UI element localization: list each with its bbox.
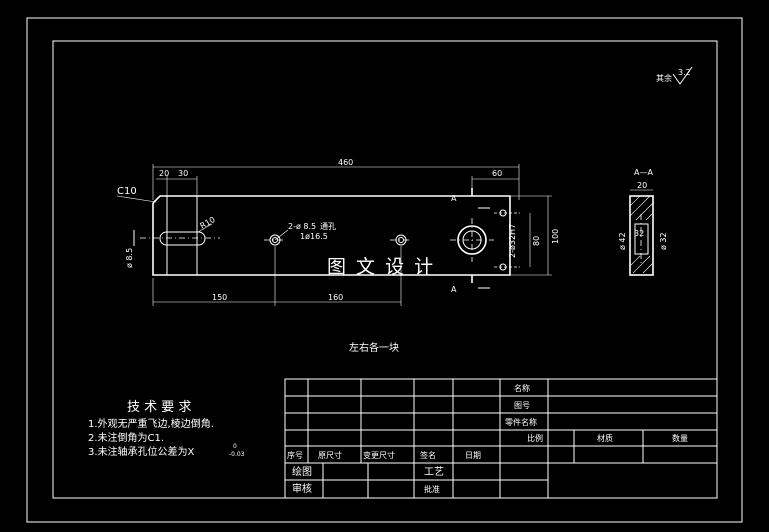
slot	[159, 231, 206, 246]
tb-orig-size-label: 原尺寸	[318, 450, 342, 460]
radius-label: R10	[199, 215, 217, 231]
tb-checked-label: 审核	[292, 482, 312, 495]
hole-note-left: ø 8.5	[125, 248, 134, 268]
sheet-border	[26, 17, 743, 523]
hole-note-1: 2-ø 8.5	[288, 222, 316, 231]
note-each-side: 左右各一块	[349, 341, 399, 354]
section-dim-20: 20	[637, 181, 647, 190]
roughness-symbol: 其余 3.2	[656, 66, 693, 85]
dim-160: 160	[328, 293, 343, 302]
section-title: A—A	[634, 168, 653, 177]
tb-drawn-label: 绘图	[292, 465, 312, 478]
section-view: A—A 20 ø 42 32 ø 32	[618, 168, 668, 276]
tech-req-line-3: 3.未注轴承孔位公差为X	[88, 445, 195, 458]
tech-req-line-2: 2.未注倒角为C1.	[88, 431, 164, 444]
watermark: 图 文 设 计	[327, 256, 435, 278]
dim-overall: 460	[338, 158, 353, 167]
tb-approved-label: 批准	[424, 484, 440, 494]
section-dim-phi32: ø 32	[659, 232, 668, 250]
title-block: 名称 图号 零件名称 比例 材质 数量 序号 原尺寸 变更尺寸 签名 日期 绘图…	[284, 378, 718, 499]
dim-80: 80	[532, 236, 541, 246]
roughness-label: 其余	[656, 73, 672, 83]
section-mark-bottom: A	[451, 285, 457, 294]
tech-req-title: 技 术 要 求	[127, 400, 191, 415]
tech-requirements: 技 术 要 求 1.外观无严重飞边,棱边倒角. 2.未注倒角为C1. 3.未注轴…	[88, 400, 245, 458]
section-bore	[634, 223, 649, 255]
dim-150: 150	[212, 293, 227, 302]
tb-changed-size-label: 变更尺寸	[363, 450, 395, 460]
section-dim-32: 32	[634, 229, 644, 238]
tb-qty-label: 数量	[672, 433, 688, 443]
main-view: A A 460 20 30 60 C10 R10 2-ø 8.5 通孔 1ø16…	[116, 158, 560, 306]
dim-60: 60	[492, 169, 502, 178]
tb-date-label: 日期	[465, 451, 481, 460]
tb-seq-label: 序号	[287, 450, 303, 460]
hole-note-2: 通孔	[320, 221, 336, 231]
tb-process-label: 工艺	[424, 466, 444, 478]
dim-20: 20	[159, 169, 169, 178]
roughness-value: 3.2	[678, 68, 691, 77]
part-outline	[152, 195, 511, 276]
dim-30: 30	[178, 169, 188, 178]
tech-req-tol-lower: -0.03	[229, 451, 245, 458]
tech-req-tol-upper: 0	[233, 443, 237, 450]
hole-note-3: 1ø16.5	[300, 232, 328, 241]
tb-sign-label: 签名	[420, 450, 436, 460]
section-outline	[629, 195, 654, 276]
dim-100: 100	[551, 229, 560, 244]
section-mark-top: A	[451, 194, 457, 203]
bore-note: 2-ø32H7	[508, 224, 517, 258]
chamfer-label: C10	[117, 186, 137, 197]
tb-part-name-label: 零件名称	[505, 417, 537, 427]
tb-material-label: 材质	[597, 433, 613, 443]
tb-scale-label: 比例	[527, 433, 543, 443]
section-dim-42: ø 42	[618, 232, 627, 250]
tech-req-line-1: 1.外观无严重飞边,棱边倒角.	[88, 417, 214, 430]
tb-drawing-no-label: 图号	[514, 401, 530, 410]
tb-name-label: 名称	[514, 383, 530, 393]
